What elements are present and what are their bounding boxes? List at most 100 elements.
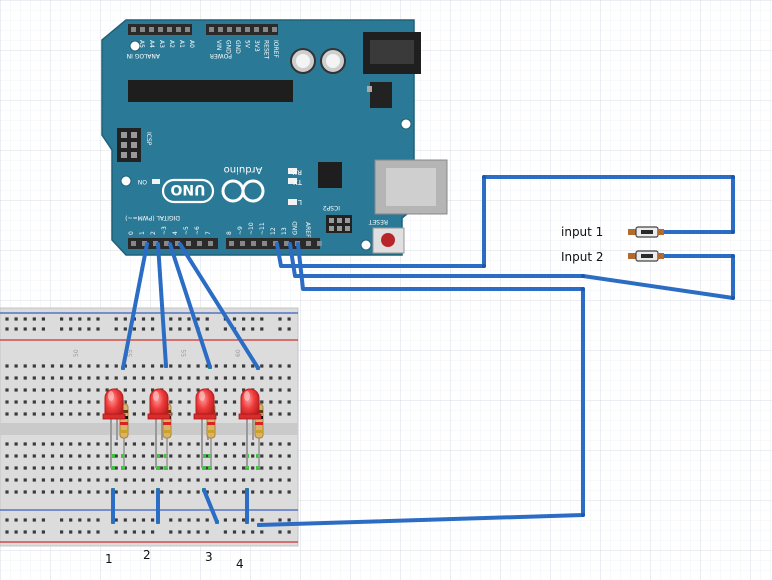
breadboard-hole [87, 400, 91, 404]
breadboard-hole-connected [111, 466, 115, 470]
breadboard-hole [132, 454, 136, 458]
breadboard-hole [160, 478, 164, 482]
breadboard-hole [32, 466, 36, 470]
breadboard-hole [151, 454, 155, 458]
breadboard-hole [78, 518, 82, 522]
digital-pin-label: 13 [281, 227, 288, 235]
push-button-1[interactable] [628, 226, 664, 238]
breadboard-hole [223, 364, 227, 368]
breadboard-hole [96, 376, 100, 380]
breadboard-hole [132, 478, 136, 482]
breadboard-hole [5, 327, 9, 331]
breadboard-hole [260, 442, 264, 446]
digital-pin-label: 12 [270, 227, 277, 235]
led-rim [193, 413, 217, 420]
breadboard-hole [278, 388, 282, 392]
power-label: POWER [210, 52, 232, 59]
reset-button-cap[interactable] [381, 233, 395, 247]
usb-chip [318, 162, 342, 188]
breadboard-hole-connected [121, 466, 125, 470]
led-array [102, 388, 264, 468]
column-number: 55 [181, 349, 188, 357]
breadboard-hole [287, 454, 291, 458]
breadboard-hole [78, 530, 82, 534]
breadboard-hole [169, 478, 173, 482]
header-pin [245, 27, 250, 32]
breadboard-hole [5, 442, 9, 446]
breadboard-hole [169, 518, 173, 522]
header-pin [254, 27, 259, 32]
breadboard-hole [60, 317, 64, 321]
breadboard-hole [41, 364, 45, 368]
breadboard-hole-connected [256, 466, 260, 470]
breadboard-hole [260, 317, 264, 321]
breadboard-hole [269, 490, 273, 494]
header-pin [153, 241, 158, 246]
power-jack-inner [370, 40, 414, 64]
analog-pin-label: A4 [148, 40, 155, 48]
breadboard-hole [169, 490, 173, 494]
header-pin [209, 27, 214, 32]
breadboard-hole [14, 466, 18, 470]
on-led [152, 179, 160, 184]
input-2-label: Input 2 [561, 250, 604, 264]
breadboard-hole [214, 400, 218, 404]
breadboard-hole-connected [111, 454, 115, 458]
digital-pin-label: GND [292, 221, 299, 235]
breadboard-hole [269, 442, 273, 446]
breadboard-hole [78, 364, 82, 368]
breadboard-hole [114, 442, 118, 446]
breadboard-hole [187, 412, 191, 416]
breadboard-hole [169, 376, 173, 380]
breadboard-hole [5, 478, 9, 482]
icsp-header [117, 128, 141, 162]
breadboard-hole [242, 317, 246, 321]
push-button-2[interactable] [628, 250, 664, 262]
header-pin [317, 241, 322, 246]
breadboard-hole [242, 490, 246, 494]
header-pin [185, 27, 190, 32]
breadboard-hole [205, 327, 209, 331]
breadboard-hole [178, 317, 182, 321]
power-pin-label: VIN [215, 40, 222, 50]
breadboard-hole [287, 388, 291, 392]
breadboard-hole [60, 466, 64, 470]
breadboard-hole [41, 454, 45, 458]
breadboard-hole [123, 317, 127, 321]
breadboard-hole [169, 364, 173, 368]
breadboard-hole [278, 518, 282, 522]
breadboard-hole [242, 530, 246, 534]
breadboard-hole [114, 327, 118, 331]
wires [111, 175, 735, 527]
breadboard-hole [251, 490, 255, 494]
breadboard-hole [187, 454, 191, 458]
breadboard-hole [132, 327, 136, 331]
header-pin [240, 241, 245, 246]
breadboard-hole [232, 364, 237, 368]
breadboard-hole [187, 364, 191, 368]
breadboard-hole [105, 364, 109, 368]
breadboard-hole [5, 412, 9, 416]
header-pin [263, 27, 268, 32]
breadboard-hole [205, 454, 209, 458]
breadboard-hole [132, 400, 136, 404]
breadboard-hole [32, 388, 36, 392]
breadboard-hole [60, 442, 64, 446]
breadboard-hole [50, 376, 55, 380]
breadboard-hole-connected [121, 454, 125, 458]
arduino-board: ANALOG IN POWER IOREFRESET3V35VGNDGNDVIN… [101, 19, 448, 256]
power-header [206, 24, 278, 35]
breadboard-hole [5, 317, 9, 321]
breadboard-hole [205, 376, 209, 380]
breadboard-hole [232, 478, 237, 482]
breadboard-hole [32, 490, 36, 494]
breadboard-hole [23, 530, 27, 534]
breadboard-hole [32, 530, 36, 534]
breadboard-hole [251, 454, 255, 458]
header-pin [306, 241, 311, 246]
breadboard-hole [132, 376, 136, 380]
regulator-pin [367, 86, 372, 92]
breadboard-hole [187, 317, 191, 321]
breadboard-hole [41, 530, 45, 534]
breadboard-hole [278, 412, 282, 416]
